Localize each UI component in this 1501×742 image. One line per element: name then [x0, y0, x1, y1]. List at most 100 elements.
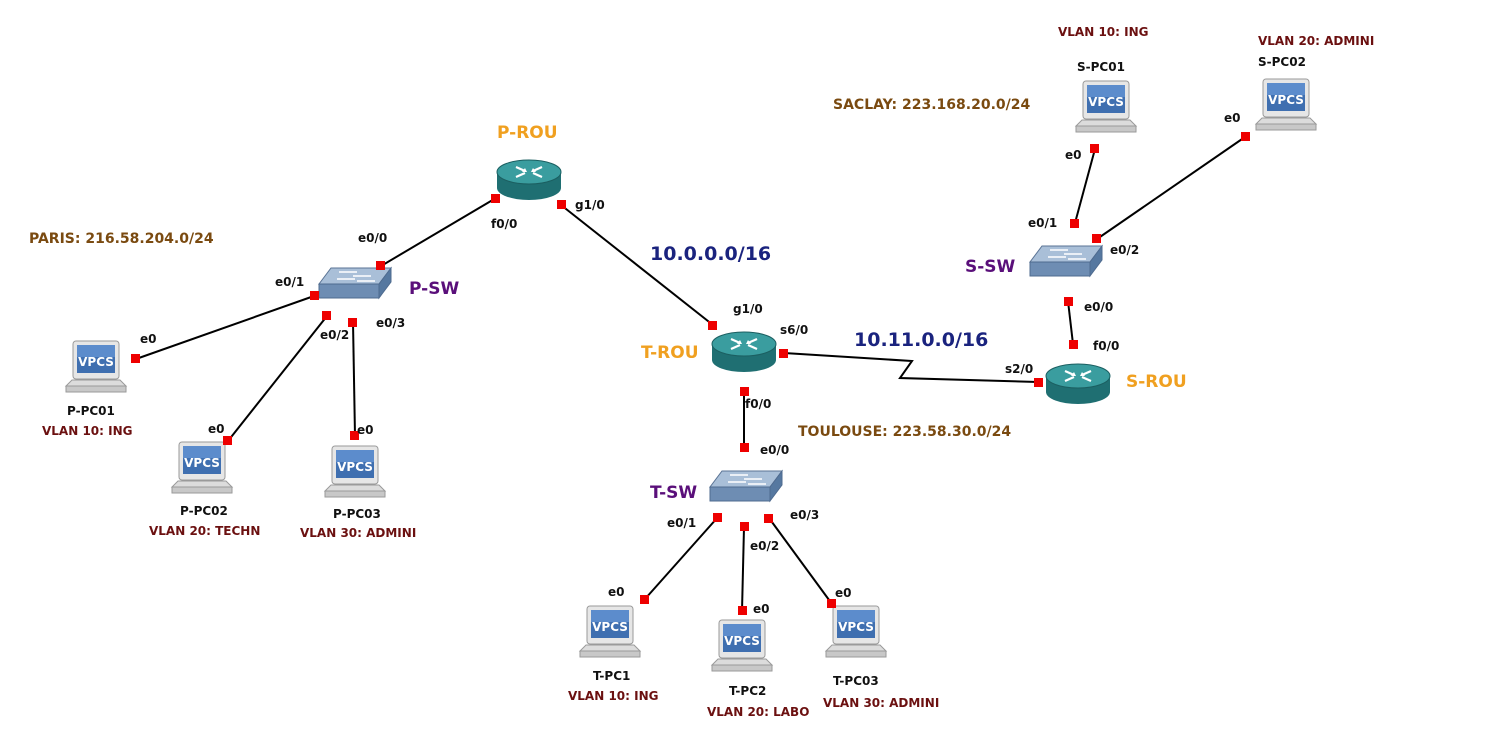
link-tsw-tpc2[interactable] [741, 526, 745, 612]
site-label-paris: PARIS: 216.58.204.0/24 [29, 231, 214, 247]
pc-vlan-p-pc01: VLAN 10: ING [42, 424, 132, 438]
port-label-srou-s20: s2/0 [1005, 362, 1033, 376]
vpcs-label-s-pc02: VPCS [1268, 93, 1304, 107]
port-dot [740, 387, 749, 396]
port-dot [557, 200, 566, 209]
link-label-t-s: 10.11.0.0/16 [854, 329, 988, 351]
port-dot [827, 599, 836, 608]
link-ssw-spc2[interactable] [1096, 136, 1246, 240]
link-psw-ppc2[interactable] [227, 315, 328, 442]
port-label-spc1-e0: e0 [1065, 148, 1082, 162]
vpcs-label-p-pc01: VPCS [78, 355, 114, 369]
link-psw-ppc3[interactable] [352, 321, 356, 437]
port-label-psw-e01: e0/1 [275, 275, 304, 289]
vpcs-screen-labels: VPCS VPCS VPCS VPCS VPCS VPCS VPCS VPCS [78, 93, 1304, 648]
port-label-trou-s60: s6/0 [780, 323, 808, 337]
port-dot [738, 606, 747, 615]
port-label-ppc3-e0: e0 [357, 423, 374, 437]
pc-name-p-pc01: P-PC01 [67, 404, 115, 418]
link-ssw-spc1[interactable] [1074, 148, 1096, 224]
port-dot [713, 513, 722, 522]
network-labels: PARIS: 216.58.204.0/24 TOULOUSE: 223.58.… [29, 97, 1030, 440]
device-labels: P-ROU T-ROU S-ROU P-SW T-SW S-SW P-PC01 … [42, 25, 1374, 719]
port-labels: f0/0 g1/0 e0/0 e0/1 e0/2 e0/3 e0 e0 e0 g… [140, 111, 1241, 616]
pc-vlan-t-pc2: VLAN 20: LABO [707, 705, 809, 719]
port-dot [348, 318, 357, 327]
port-dot [1070, 219, 1079, 228]
pc-name-s-pc01: S-PC01 [1077, 60, 1125, 74]
pc-name-p-pc02: P-PC02 [180, 504, 228, 518]
port-label-prou-f00: f0/0 [491, 217, 517, 231]
port-label-tpc1-e0: e0 [608, 585, 625, 599]
switch-icon-s-sw[interactable] [1029, 245, 1103, 277]
link-psw-ppc1[interactable] [135, 295, 315, 360]
link-srou-ssw[interactable] [1067, 300, 1074, 345]
switch-label-t-sw: T-SW [650, 483, 697, 503]
port-label-prou-g10: g1/0 [575, 198, 605, 212]
port-dot [1034, 378, 1043, 387]
port-label-ppc2-e0: e0 [208, 422, 225, 436]
vpcs-label-p-pc03: VPCS [337, 460, 373, 474]
port-dot [350, 431, 359, 440]
site-label-saclay: SACLAY: 223.168.20.0/24 [833, 97, 1030, 113]
router-label-t-rou: T-ROU [641, 343, 699, 363]
port-label-spc2-e0: e0 [1224, 111, 1241, 125]
router-icon-s-rou[interactable] [1045, 362, 1111, 406]
vpcs-label-t-pc03: VPCS [838, 620, 874, 634]
port-dot [640, 595, 649, 604]
port-label-tpc2-e0: e0 [753, 602, 770, 616]
pc-vlan-s-pc02: VLAN 20: ADMINI [1258, 34, 1374, 48]
port-dot [491, 194, 500, 203]
port-label-psw-e03: e0/3 [376, 316, 405, 330]
pc-vlan-p-pc03: VLAN 30: ADMINI [300, 526, 416, 540]
link-prou-trou[interactable] [560, 204, 714, 326]
port-dot [708, 321, 717, 330]
site-label-toulouse: TOULOUSE: 223.58.30.0/24 [798, 424, 1011, 440]
router-icon-t-rou[interactable] [711, 330, 777, 374]
port-dot [310, 291, 319, 300]
router-icon-p-rou[interactable] [496, 158, 562, 202]
pc-name-t-pc03: T-PC03 [833, 674, 879, 688]
link-prou-psw[interactable] [380, 197, 497, 267]
vpcs-label-s-pc01: VPCS [1088, 95, 1124, 109]
pc-vlan-s-pc01: VLAN 10: ING [1058, 25, 1148, 39]
port-label-srou-f00: f0/0 [1093, 339, 1119, 353]
port-label-tsw-e02: e0/2 [750, 539, 779, 553]
router-label-p-rou: P-ROU [497, 123, 558, 143]
pc-vlan-t-pc1: VLAN 10: ING [568, 689, 658, 703]
port-dot [131, 354, 140, 363]
port-label-trou-f00: f0/0 [745, 397, 771, 411]
port-dot [740, 522, 749, 531]
port-dots [131, 132, 1250, 615]
port-label-ppc1-e0: e0 [140, 332, 157, 346]
port-dot [1069, 340, 1078, 349]
port-label-tsw-e03: e0/3 [790, 508, 819, 522]
port-dot [322, 311, 331, 320]
port-dot [1092, 234, 1101, 243]
vpcs-label-t-pc1: VPCS [592, 620, 628, 634]
vpcs-label-t-pc2: VPCS [724, 634, 760, 648]
port-label-tpc3-e0: e0 [835, 586, 852, 600]
port-dot [223, 436, 232, 445]
port-label-psw-e00: e0/0 [358, 231, 387, 245]
links [135, 136, 1246, 612]
link-trou-srou[interactable] [783, 352, 1039, 383]
pc-vlan-t-pc03: VLAN 30: ADMINI [823, 696, 939, 710]
vpcs-label-p-pc02: VPCS [184, 456, 220, 470]
switch-label-s-sw: S-SW [965, 257, 1016, 277]
port-dot [740, 443, 749, 452]
port-label-ssw-e02: e0/2 [1110, 243, 1139, 257]
switch-icon-p-sw[interactable] [318, 267, 392, 299]
link-tsw-tpc3[interactable] [768, 517, 833, 605]
port-label-trou-g10: g1/0 [733, 302, 763, 316]
pc-name-t-pc1: T-PC1 [593, 669, 630, 683]
port-label-tsw-e00: e0/0 [760, 443, 789, 457]
link-tsw-tpc1[interactable] [644, 516, 719, 600]
port-label-ssw-e00: e0/0 [1084, 300, 1113, 314]
switch-icon-t-sw[interactable] [709, 470, 783, 502]
port-dot [779, 349, 788, 358]
port-dot [1090, 144, 1099, 153]
pc-name-s-pc02: S-PC02 [1258, 55, 1306, 69]
